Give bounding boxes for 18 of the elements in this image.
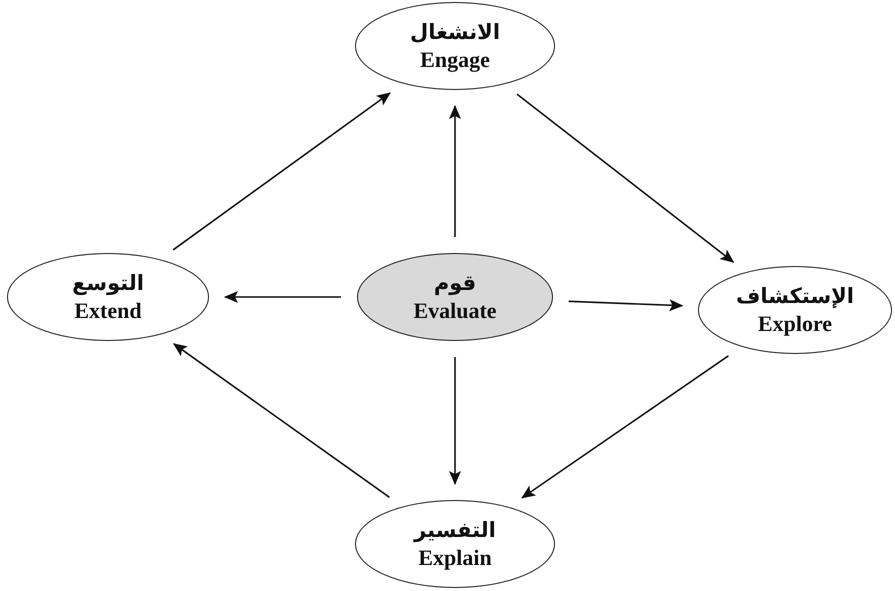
arrow	[172, 343, 390, 498]
english-label: Explore	[758, 310, 832, 338]
arrow	[449, 105, 461, 237]
arrow	[224, 291, 341, 303]
english-label: Evaluate	[413, 297, 497, 325]
arrow	[568, 299, 684, 312]
arabic-label: التفسير	[414, 517, 496, 544]
english-label: Explain	[418, 544, 492, 572]
arrow	[516, 93, 734, 263]
english-label: Extend	[74, 297, 142, 325]
arabic-label: الانشغال	[410, 19, 500, 46]
arabic-label: التوسع	[72, 270, 144, 297]
arabic-label: الإستكشاف	[736, 283, 854, 310]
arrow	[449, 357, 461, 485]
arrow	[521, 355, 729, 499]
arabic-label: قوم	[434, 270, 476, 297]
english-label: Engage	[420, 46, 490, 74]
arrow	[172, 92, 391, 251]
